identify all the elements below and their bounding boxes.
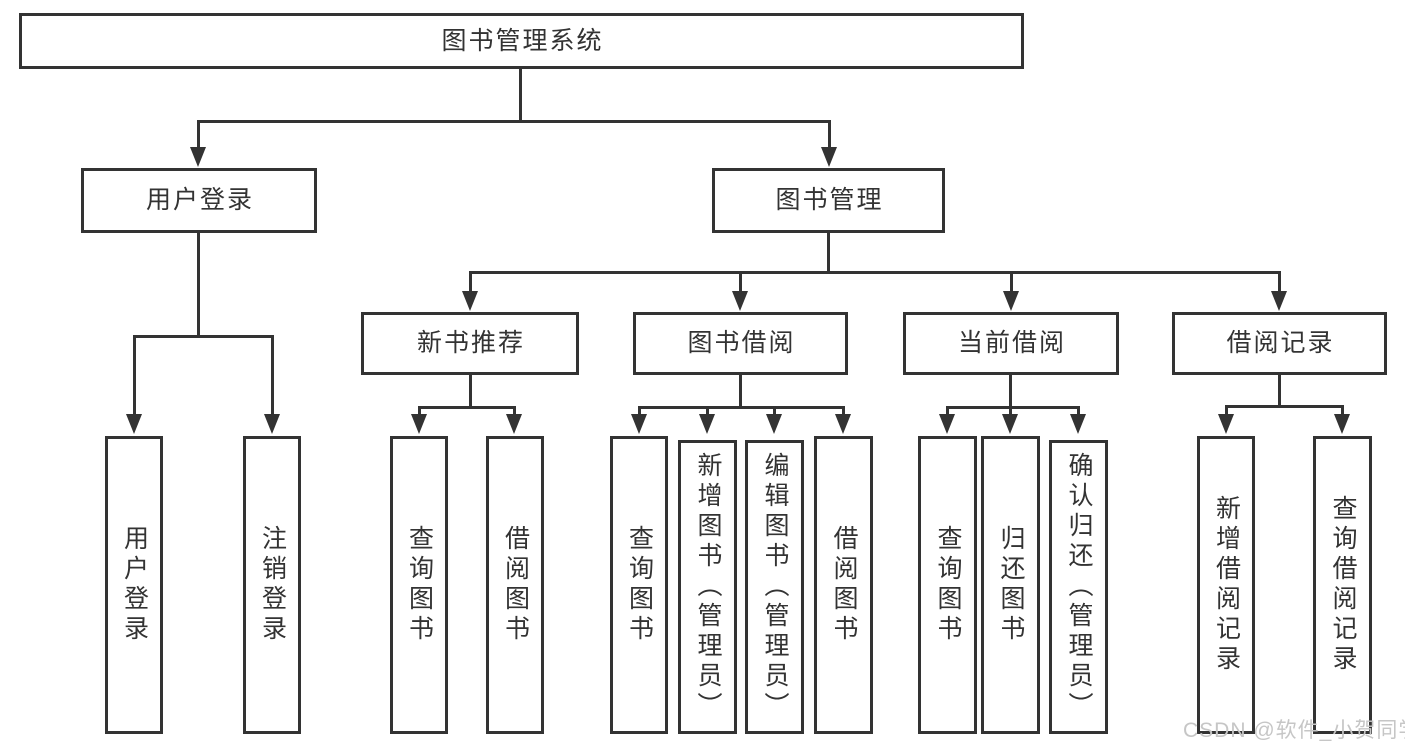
node-new-book-rec: 新书推荐 <box>361 312 579 375</box>
leaf-query-books-1: 查询图书 <box>390 436 448 734</box>
connector-root-hline <box>197 120 831 123</box>
connector-book-borrow-stem <box>739 375 742 409</box>
arrow-to-query-books-1 <box>411 406 427 434</box>
leaf-borrow-books-2-label: 借阅图书 <box>830 525 858 645</box>
connector-new-book-rec-hline <box>418 406 516 409</box>
leaf-edit-book-admin-label: 编辑图书（管理员） <box>761 452 789 722</box>
leaf-borrow-books-1-label: 借阅图书 <box>501 525 530 645</box>
leaf-return-book-label: 归还图书 <box>997 525 1025 645</box>
leaf-query-books-1-label: 查询图书 <box>405 525 434 645</box>
connector-borrow-records-hline <box>1225 405 1344 408</box>
node-new-book-rec-label: 新书推荐 <box>416 329 525 357</box>
arrow-to-book-mgmt <box>821 120 837 167</box>
connector-book-mgmt-stem <box>827 233 830 273</box>
node-root: 图书管理系统 <box>19 13 1024 69</box>
leaf-add-borrow-record: 新增借阅记录 <box>1197 436 1255 734</box>
arrow-to-borrow-records <box>1271 271 1287 311</box>
arrow-to-confirm-return <box>1070 406 1086 434</box>
connector-book-mgmt-hline <box>469 271 1281 274</box>
arrow-to-query-books-2 <box>631 406 647 434</box>
connector-user-login-hline <box>133 335 274 338</box>
connector-user-login-stem <box>197 233 200 337</box>
arrow-to-current-borrow <box>1003 271 1019 311</box>
arrow-to-leaf-user-login <box>126 335 142 434</box>
leaf-logout: 注销登录 <box>243 436 301 734</box>
leaf-add-borrow-record-label: 新增借阅记录 <box>1212 495 1241 675</box>
connector-current-borrow-hline <box>946 406 1080 409</box>
connector-root-stem <box>519 69 522 122</box>
connector-book-borrow-hline <box>638 406 845 409</box>
arrow-to-user-login <box>190 120 206 167</box>
node-user-login: 用户登录 <box>81 168 317 233</box>
leaf-user-login: 用户登录 <box>105 436 163 734</box>
leaf-add-book-admin: 新增图书（管理员） <box>678 440 737 734</box>
node-root-label: 图书管理系统 <box>441 26 604 55</box>
connector-new-book-rec-stem <box>469 375 472 409</box>
arrow-to-add-book <box>699 406 715 434</box>
node-book-borrow-label: 图书借阅 <box>687 329 796 357</box>
arrow-to-add-borrow-record <box>1218 405 1234 434</box>
leaf-query-books-2-label: 查询图书 <box>625 525 654 645</box>
node-current-borrow-label: 当前借阅 <box>957 329 1066 357</box>
connector-current-borrow-stem <box>1009 375 1012 409</box>
node-user-login-label: 用户登录 <box>145 186 254 214</box>
arrow-to-borrow-books-2 <box>835 406 851 434</box>
leaf-borrow-books-2: 借阅图书 <box>814 436 873 734</box>
leaf-borrow-books-1: 借阅图书 <box>486 436 544 734</box>
leaf-query-borrow-record: 查询借阅记录 <box>1313 436 1372 734</box>
leaf-query-books-2: 查询图书 <box>610 436 668 734</box>
node-current-borrow: 当前借阅 <box>903 312 1119 375</box>
arrow-to-book-borrow <box>732 271 748 311</box>
leaf-add-book-admin-label: 新增图书（管理员） <box>694 452 722 722</box>
arrow-to-new-book-rec <box>462 271 478 311</box>
leaf-return-book: 归还图书 <box>981 436 1040 734</box>
node-borrow-records: 借阅记录 <box>1172 312 1387 375</box>
leaf-confirm-return-admin-label: 确认归还（管理员） <box>1065 452 1093 722</box>
connector-borrow-records-stem <box>1278 375 1281 408</box>
leaf-query-borrow-record-label: 查询借阅记录 <box>1329 495 1357 675</box>
node-book-mgmt-label: 图书管理 <box>775 186 884 214</box>
arrow-to-query-books-3 <box>939 406 955 434</box>
leaf-confirm-return-admin: 确认归还（管理员） <box>1049 440 1108 734</box>
node-book-mgmt: 图书管理 <box>712 168 945 233</box>
leaf-query-books-3: 查询图书 <box>918 436 977 734</box>
leaf-query-books-3-label: 查询图书 <box>934 525 962 645</box>
csdn-watermark: CSDN @软件_小贺同学 <box>1183 719 1405 742</box>
leaf-edit-book-admin: 编辑图书（管理员） <box>745 440 804 734</box>
node-borrow-records-label: 借阅记录 <box>1226 329 1335 357</box>
leaf-logout-label: 注销登录 <box>258 525 287 645</box>
node-book-borrow: 图书借阅 <box>633 312 848 375</box>
arrow-to-query-borrow-record <box>1334 405 1350 434</box>
arrow-to-leaf-logout <box>264 335 280 434</box>
arrow-to-borrow-books-1 <box>506 406 522 434</box>
leaf-user-login-label: 用户登录 <box>120 525 149 645</box>
arrow-to-edit-book <box>766 406 782 434</box>
arrow-to-return-book <box>1002 406 1018 434</box>
